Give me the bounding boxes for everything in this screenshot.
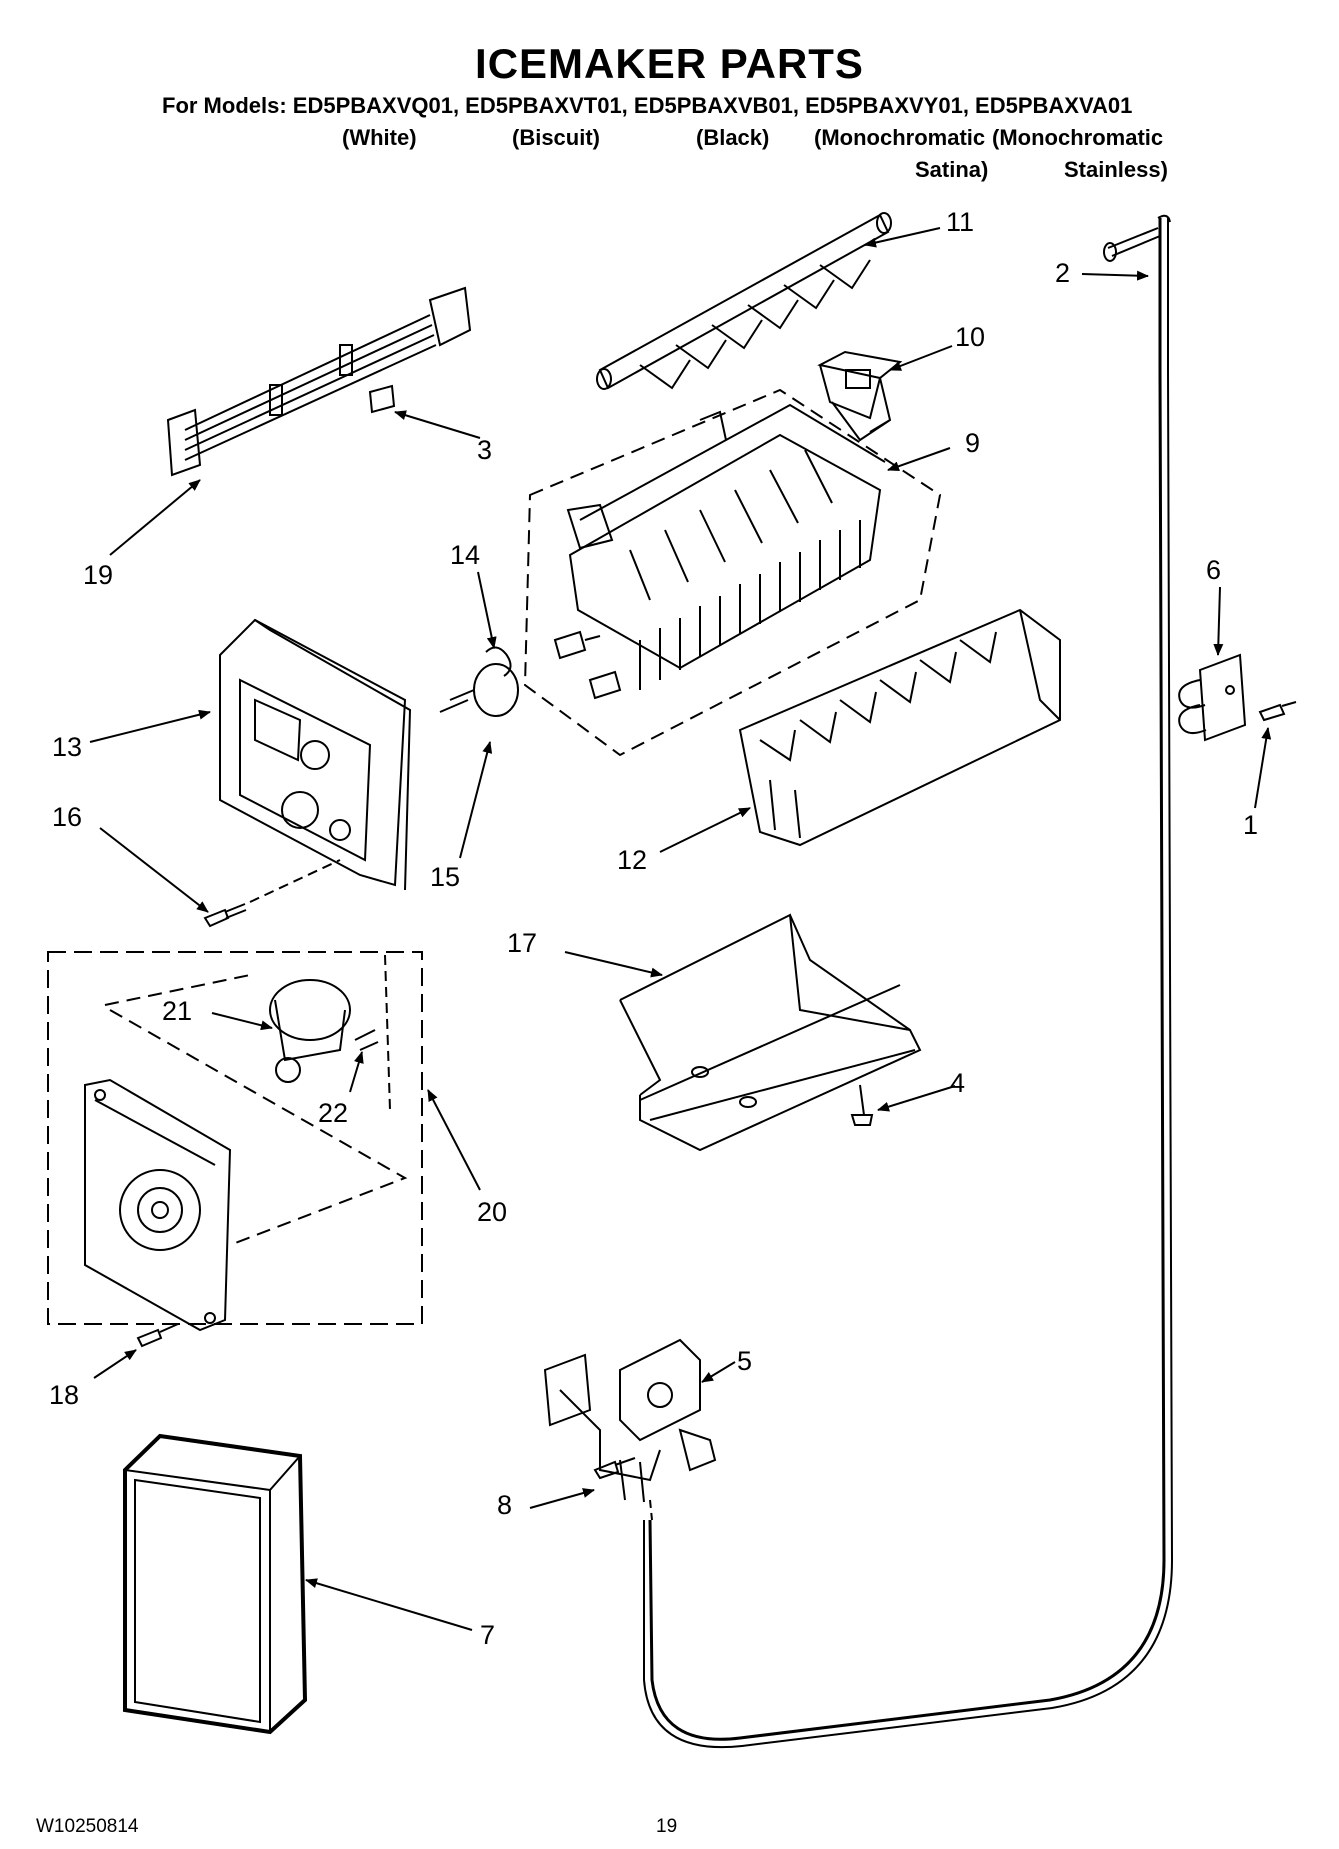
document-id: W10250814 [36,1816,139,1837]
screw-1 [1258,701,1297,722]
page-number: 19 [656,1816,678,1837]
callout-14: 14 [450,540,481,570]
callout-15: 15 [430,862,461,892]
callout-11: 11 [946,207,975,237]
control-housing [219,618,412,891]
callout-19: 19 [83,560,114,590]
callout-3: 3 [477,435,493,465]
screw-16 [203,859,341,928]
motor [269,954,391,1111]
callout-13: 13 [52,732,83,762]
color-satina: Satina) [915,157,989,182]
callout-10: 10 [955,322,986,352]
color-white: (White) [342,125,417,150]
callout-9: 9 [965,428,981,458]
callout-20: 20 [477,1197,508,1227]
callout-5: 5 [737,1346,753,1376]
color-black: (Black) [696,125,770,150]
bearing-housing [738,608,1061,847]
color-stainless: Stainless) [1064,157,1168,182]
ice-mold [523,388,942,757]
callout-8: 8 [497,1490,513,1520]
small-parts [439,630,622,717]
callout-17: 17 [507,928,538,958]
screw-4 [850,1084,874,1126]
screw-8 [593,1457,636,1480]
callout-6: 6 [1206,555,1222,585]
ice-guide [619,913,922,1152]
color-monochromatic-2: (Monochromatic [992,125,1164,150]
callout-18: 18 [49,1380,80,1410]
callout-4: 4 [950,1068,966,1098]
color-biscuit: (Biscuit) [512,125,600,150]
wire-harness [166,286,472,477]
callout-12: 12 [617,845,648,875]
water-valve [543,1338,717,1521]
models-line: For Models: ED5PBAXVQ01, ED5PBAXVT01, ED… [162,93,1133,118]
callout-1: 1 [1243,810,1259,840]
callout-22: 22 [318,1098,349,1128]
fill-tube [643,214,1174,1749]
leader-lines [89,227,1272,1631]
screw-18 [136,1323,179,1348]
ejector-shaft [596,212,892,390]
control-module [47,951,423,1332]
callout-2: 2 [1055,258,1071,288]
callout-7: 7 [480,1620,496,1650]
page-title: ICEMAKER PARTS [475,40,864,87]
insulation-pad [123,1433,308,1735]
callout-21: 21 [162,996,193,1026]
tube-clamp [1178,653,1247,742]
callout-16: 16 [52,802,83,832]
cover-bracket [817,350,903,442]
color-monochromatic-1: (Monochromatic [814,125,986,150]
